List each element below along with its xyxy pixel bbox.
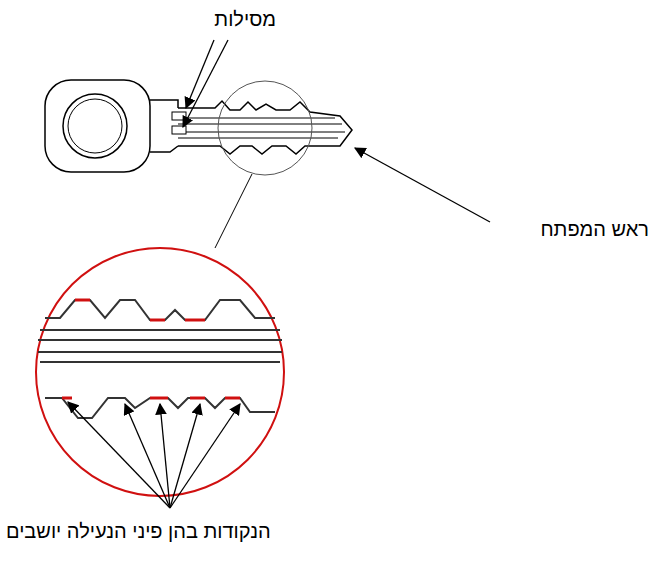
key-hole-inner (68, 99, 122, 153)
part-label: ראש המפתח (494, 218, 649, 241)
key-grooves (178, 118, 345, 138)
key-hole (63, 94, 127, 158)
zoom-detail (36, 248, 284, 496)
pin-point-label: הנקודות בהן פיני הנעילה יושבים (6, 520, 324, 543)
rail-end (172, 126, 186, 134)
zoom-circle (218, 81, 312, 175)
zoomed-blade (38, 300, 282, 418)
key-bow (45, 80, 150, 172)
leader-arrows (68, 40, 490, 508)
pin-seats (62, 300, 240, 398)
key-blade (178, 101, 352, 154)
rail-end (172, 112, 186, 120)
part-label: מסילות (176, 8, 276, 31)
zoom-leader (215, 174, 252, 248)
